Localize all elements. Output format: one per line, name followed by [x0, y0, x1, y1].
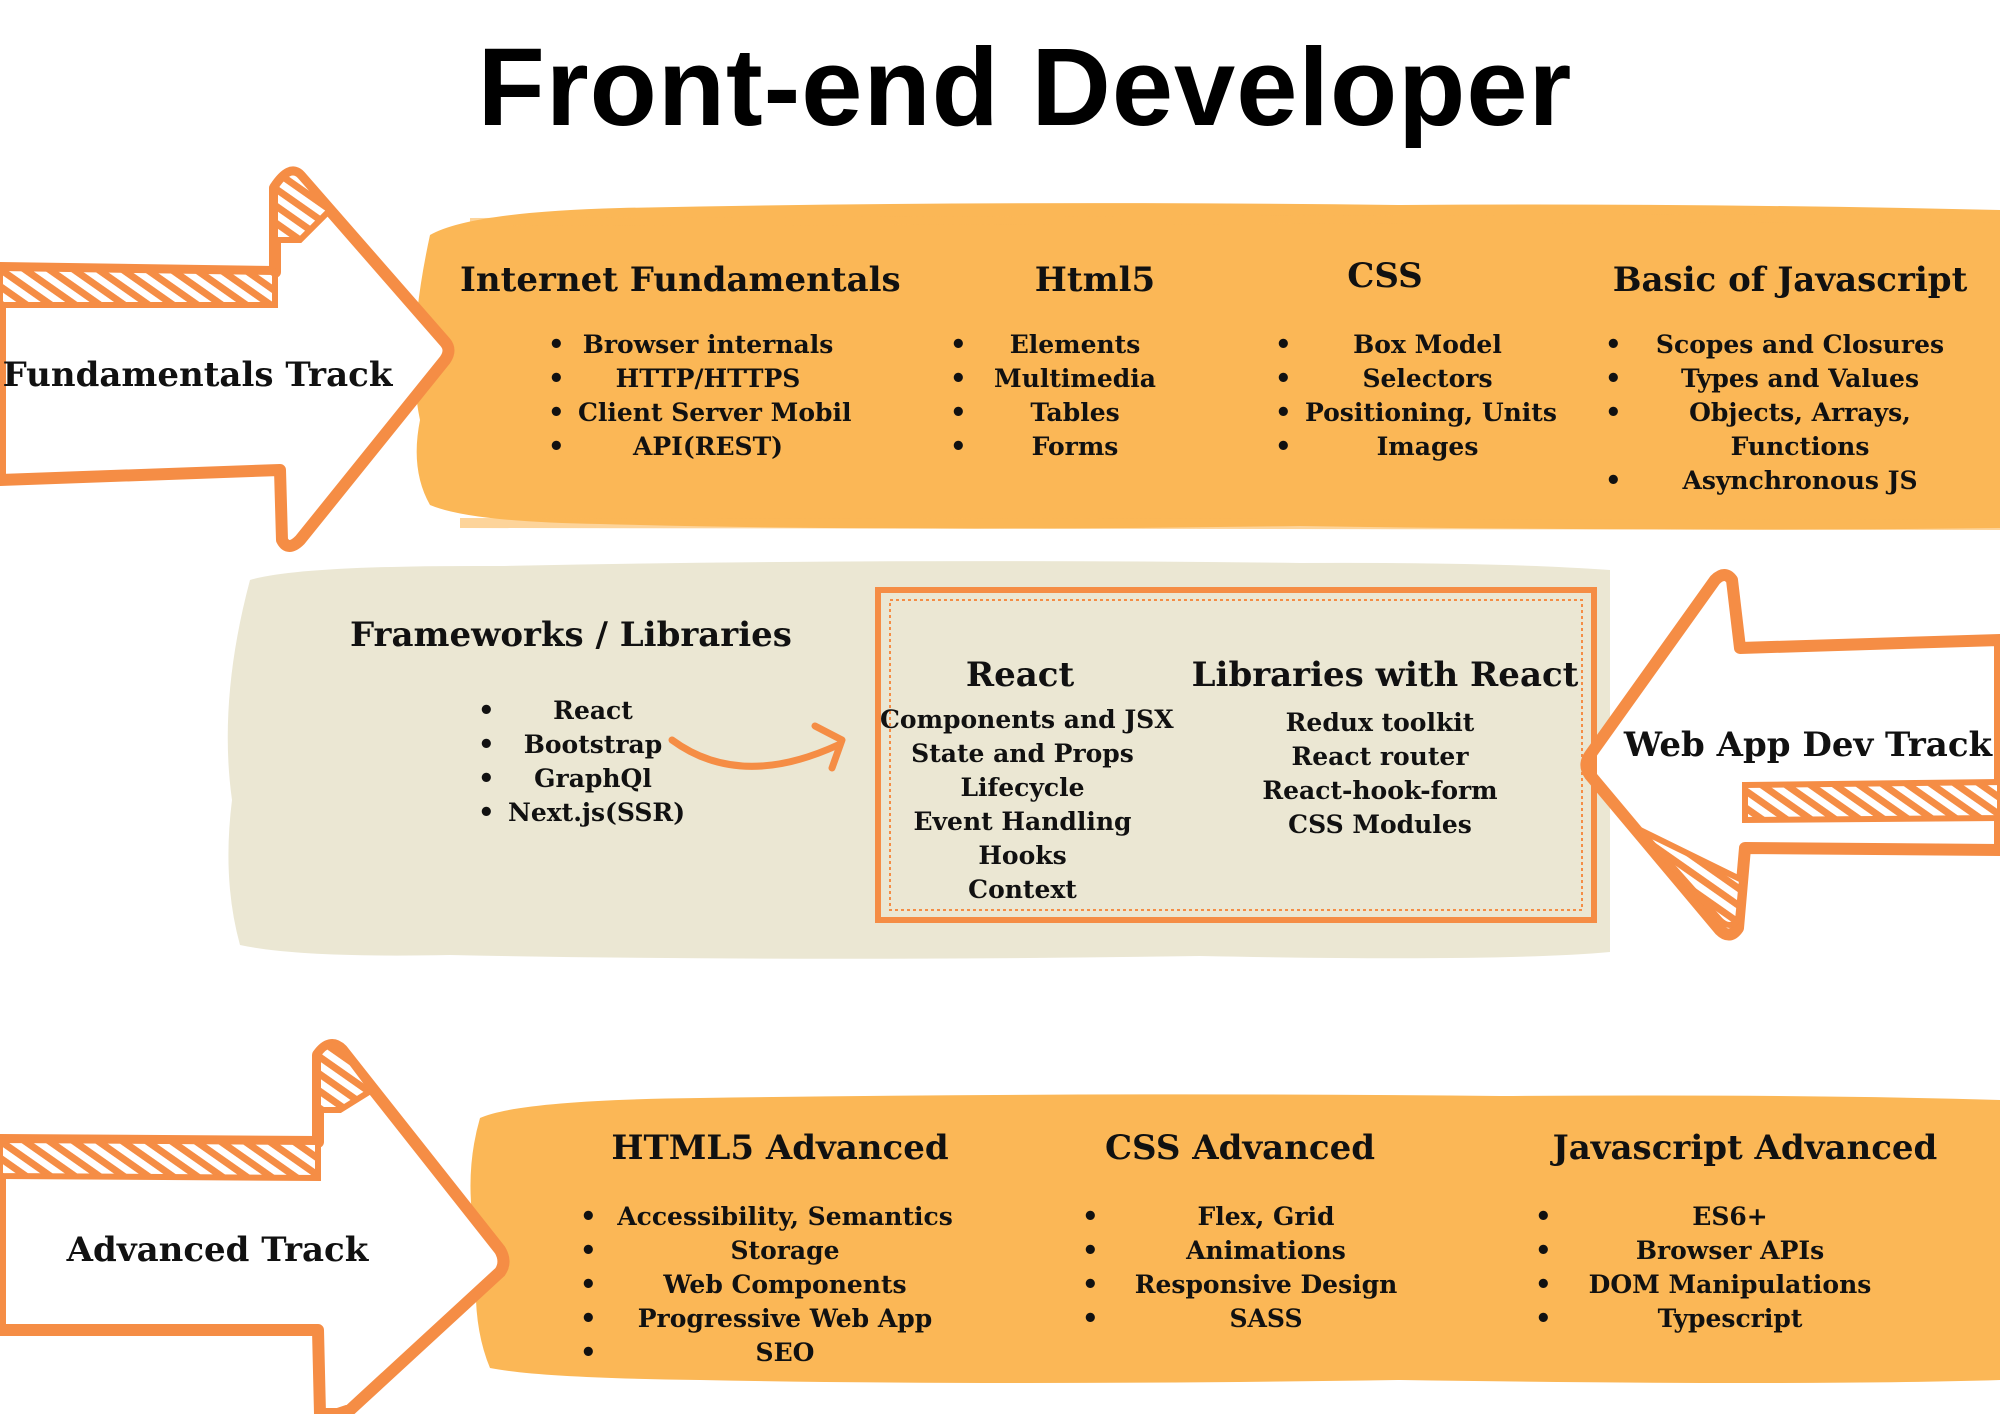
list-item: Positioning, Units — [1275, 396, 1557, 430]
list-item: Asynchronous JS — [1605, 464, 1965, 498]
page-title: Front-end Developer — [477, 26, 1573, 149]
list-item: DOM Manipulations — [1535, 1268, 1895, 1302]
list-item: Box Model — [1275, 328, 1550, 362]
internet-fundamentals-list: Browser internals HTTP/HTTPS Client Serv… — [548, 328, 852, 464]
list-item: SEO — [580, 1336, 960, 1370]
list-item: Progressive Web App — [580, 1302, 960, 1336]
list-item: SASS — [1082, 1302, 1420, 1336]
css-advanced-list: Flex, Grid Animations Responsive Design … — [1082, 1200, 1420, 1336]
list-item: Storage — [580, 1234, 960, 1268]
list-item: ES6+ — [1535, 1200, 1895, 1234]
list-item: Context — [968, 875, 1077, 904]
list-item: Images — [1275, 430, 1550, 464]
libraries-with-react-title: Libraries with React — [1191, 655, 1579, 695]
list-item: API(REST) — [548, 430, 838, 464]
list-item: GraphQl — [478, 762, 678, 796]
list-item: Redux toolkit — [1285, 708, 1475, 737]
list-item: Hooks — [978, 841, 1067, 870]
list-item: React router — [1291, 742, 1469, 771]
list-item: Responsive Design — [1082, 1268, 1420, 1302]
basic-javascript-list: Scopes and Closures Types and Values Obj… — [1605, 328, 1965, 498]
list-item: Forms — [950, 430, 1170, 464]
list-item: Browser internals — [548, 328, 838, 362]
react-frame-inner — [889, 599, 1583, 911]
javascript-advanced-list: ES6+ Browser APIs DOM Manipulations Type… — [1535, 1200, 1895, 1336]
css-list: Box Model Selectors Positioning, Units I… — [1275, 328, 1557, 464]
list-item: Lifecycle — [960, 773, 1085, 802]
list-item: Bootstrap — [478, 728, 678, 762]
list-item: Typescript — [1535, 1302, 1895, 1336]
list-item: Event Handling — [913, 807, 1132, 836]
list-item: Client Server Mobil — [548, 396, 852, 430]
frameworks-title: Frameworks / Libraries — [350, 615, 792, 655]
fundamentals-arrow — [0, 166, 455, 552]
list-item: Next.js(SSR) — [478, 796, 685, 830]
list-item: Objects, Arrays, Functions — [1605, 396, 1965, 464]
curved-arrow-icon — [668, 722, 846, 772]
list-item: HTTP/HTTPS — [548, 362, 838, 396]
list-item: React-hook-form — [1262, 776, 1498, 805]
css-advanced-title: CSS Advanced — [1104, 1128, 1376, 1168]
list-item: Accessibility, Semantics — [580, 1200, 960, 1234]
list-item: Selectors — [1275, 362, 1550, 396]
list-item: Types and Values — [1605, 362, 1965, 396]
advanced-track-label: Advanced Track — [66, 1230, 369, 1270]
internet-fundamentals-title: Internet Fundamentals — [460, 260, 901, 300]
list-item: Multimedia — [950, 362, 1170, 396]
react-list: Components and JSX State and Props Lifec… — [880, 703, 1174, 907]
list-item: Components and JSX — [880, 705, 1174, 734]
web-app-band — [227, 561, 1610, 959]
list-item: Animations — [1082, 1234, 1420, 1268]
list-item: Tables — [950, 396, 1170, 430]
html5-advanced-title: HTML5 Advanced — [611, 1128, 949, 1168]
list-item: Elements — [950, 328, 1170, 362]
frameworks-list: React Bootstrap GraphQl Next.js(SSR) — [478, 694, 685, 830]
libraries-with-react-list: Redux toolkit React router React-hook-fo… — [1240, 706, 1520, 842]
advanced-arrow — [0, 1039, 510, 1414]
list-item: CSS Modules — [1288, 810, 1472, 839]
html5-advanced-list: Accessibility, Semantics Storage Web Com… — [580, 1200, 960, 1370]
web-app-track-label: Web App Dev Track — [1623, 725, 1993, 765]
list-item: Browser APIs — [1535, 1234, 1895, 1268]
list-item: Flex, Grid — [1082, 1200, 1420, 1234]
list-item: Scopes and Closures — [1605, 328, 1965, 362]
javascript-advanced-title: Javascript Advanced — [1552, 1128, 1938, 1168]
html5-list: Elements Multimedia Tables Forms — [950, 328, 1170, 464]
fundamentals-track-label: Fundamentals Track — [2, 355, 393, 395]
html5-title: Html5 — [1034, 260, 1156, 300]
basic-javascript-title: Basic of Javascript — [1612, 260, 1968, 300]
list-item: Web Components — [580, 1268, 960, 1302]
react-frame — [875, 587, 1597, 923]
react-title: React — [965, 655, 1075, 695]
web-app-arrow — [1580, 569, 2000, 941]
css-title: CSS — [1347, 256, 1423, 296]
list-item: State and Props — [911, 739, 1134, 768]
list-item: React — [478, 694, 678, 728]
